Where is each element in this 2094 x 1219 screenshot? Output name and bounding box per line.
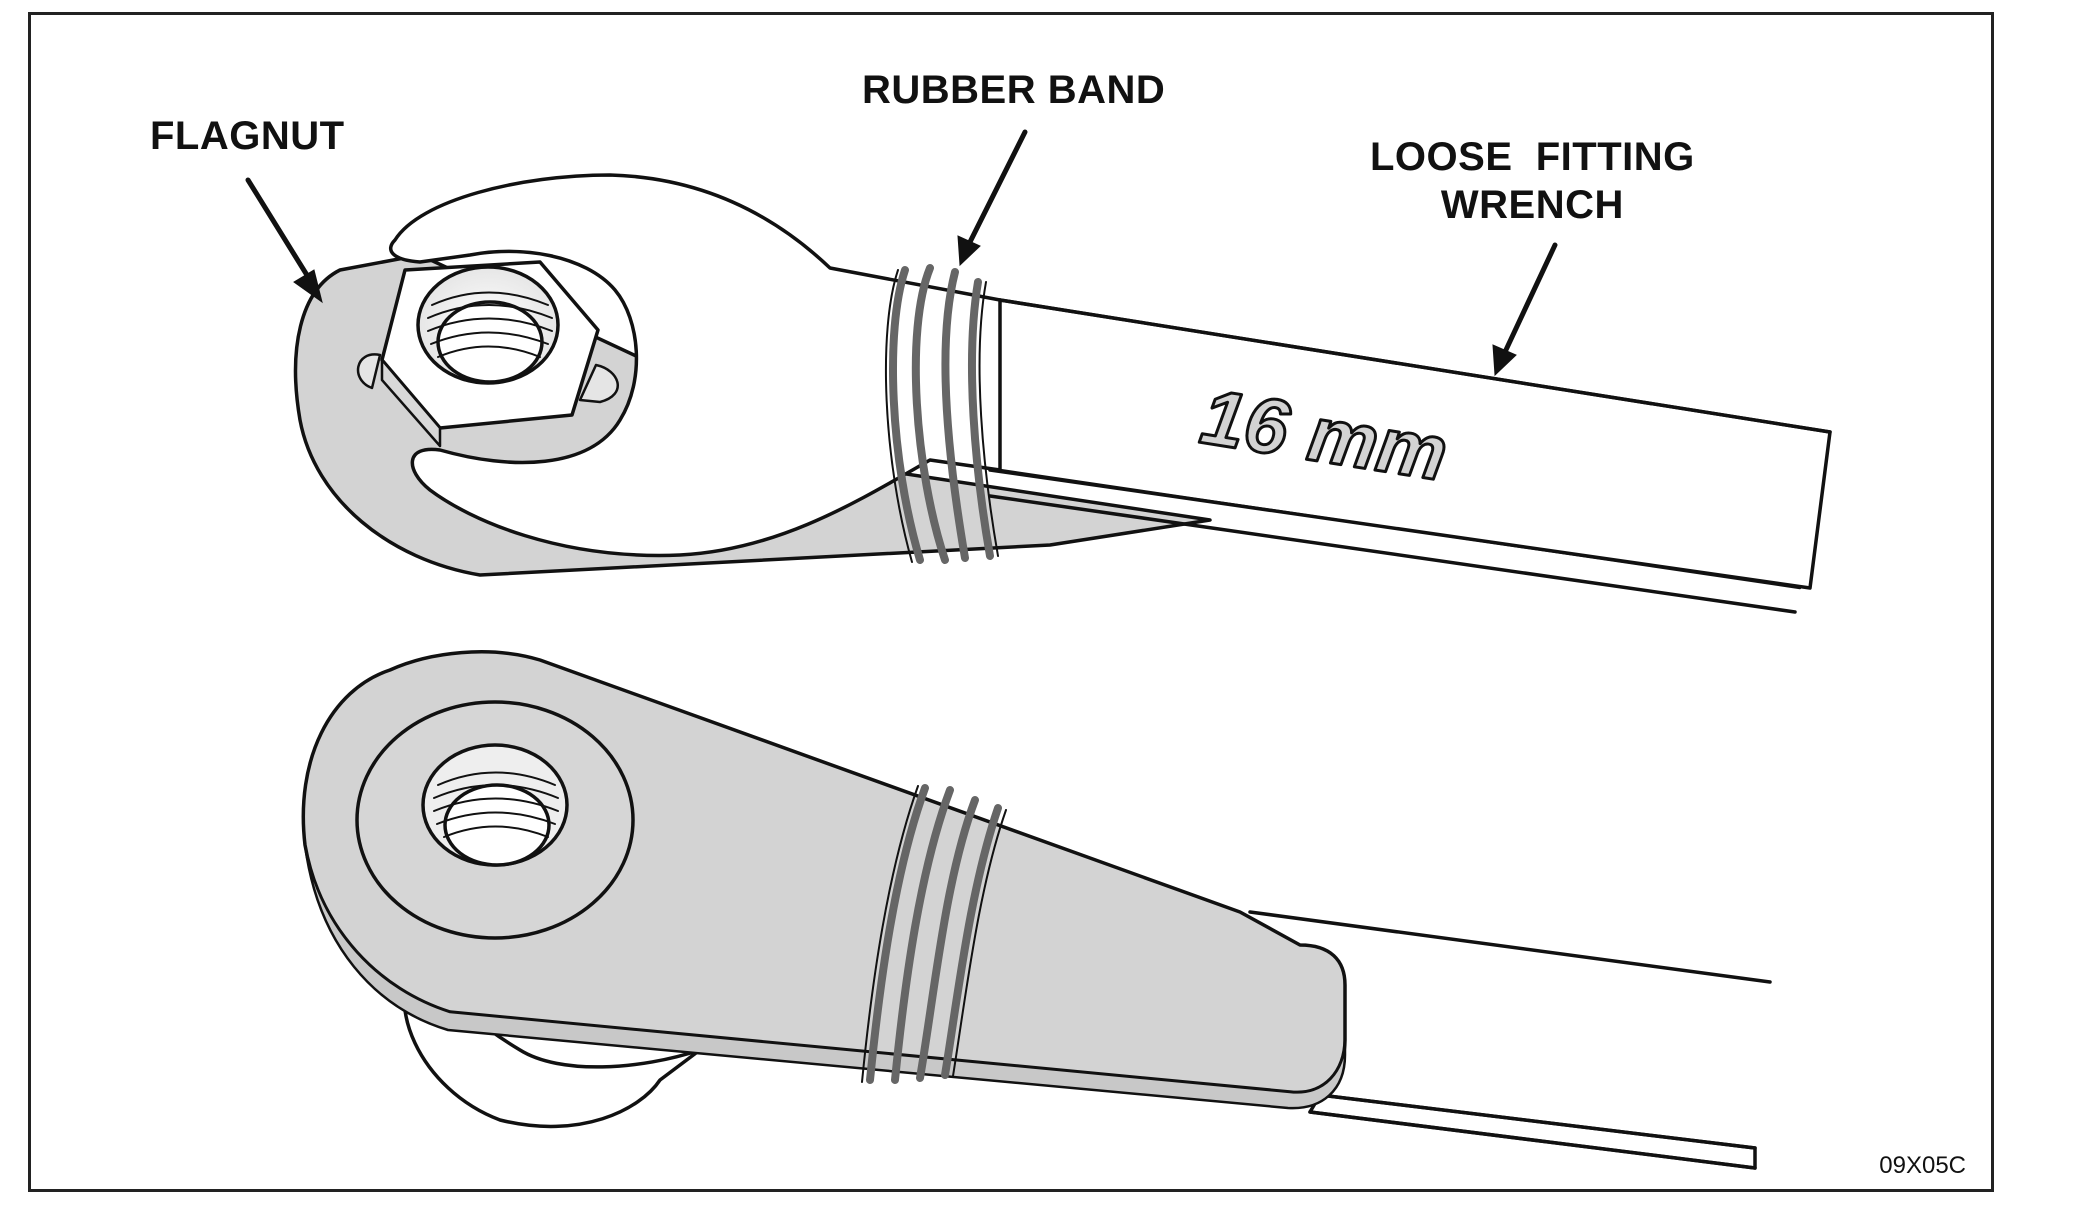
wrench-arrow-line <box>1502 242 1558 355</box>
wrench-label-line2: WRENCH <box>1440 183 1624 227</box>
rubber-band-arrow-head <box>957 235 981 267</box>
hex-nut-tab-right <box>578 363 619 404</box>
rubber-band-label: RUBBER BAND <box>862 68 1166 112</box>
leader-arrows <box>245 129 1558 377</box>
wrench-handle-edge-mid <box>998 468 1802 590</box>
hex-nut-side <box>380 358 442 448</box>
rubber-band-top <box>889 264 994 564</box>
flagnut-arrow-head <box>293 269 323 304</box>
loose-fitting-wrench-label: LOOSE FITTING WRENCH <box>1370 133 1695 229</box>
wrench-arrow-head <box>1492 344 1517 377</box>
flagnut-thread-hole-inner <box>443 783 551 867</box>
rubber-band-bottom-outline <box>861 785 1007 1083</box>
wrench-handle-edge-lower <box>988 494 1797 614</box>
rubber-band-top-outline <box>884 269 999 563</box>
wrench-handle-bottom-upper <box>1248 910 1772 984</box>
nut-thread-lines <box>427 291 553 358</box>
wrench-handle-bottom-lower1 <box>1318 1093 1757 1150</box>
nut-thread-hole-inner <box>436 300 544 384</box>
figure-frame <box>28 12 1994 1192</box>
wrench-handle-bottom-body <box>1308 1093 1757 1170</box>
hex-nut-tab-left <box>356 353 382 390</box>
rubber-band-arrow-line <box>967 129 1028 245</box>
flagnut-thread-lines <box>433 771 559 838</box>
flagnut-arrow-line <box>245 177 313 283</box>
figure-id: 09X05C <box>1879 1152 1966 1179</box>
wrench-head-top <box>389 173 1002 558</box>
flagnut-plate-bottom-edge <box>303 843 1347 1110</box>
bottom-assembly <box>301 650 1772 1170</box>
rubber-band-bottom <box>866 784 1002 1084</box>
flagnut-label: FLAGNUT <box>150 114 345 158</box>
top-assembly: 16 mm <box>293 173 1832 614</box>
wrench-label-line1: LOOSE FITTING <box>1370 135 1695 179</box>
wrench-handle-edge-upper <box>998 298 1832 434</box>
wrench-handle-bottom-lower2 <box>1308 1110 1757 1170</box>
